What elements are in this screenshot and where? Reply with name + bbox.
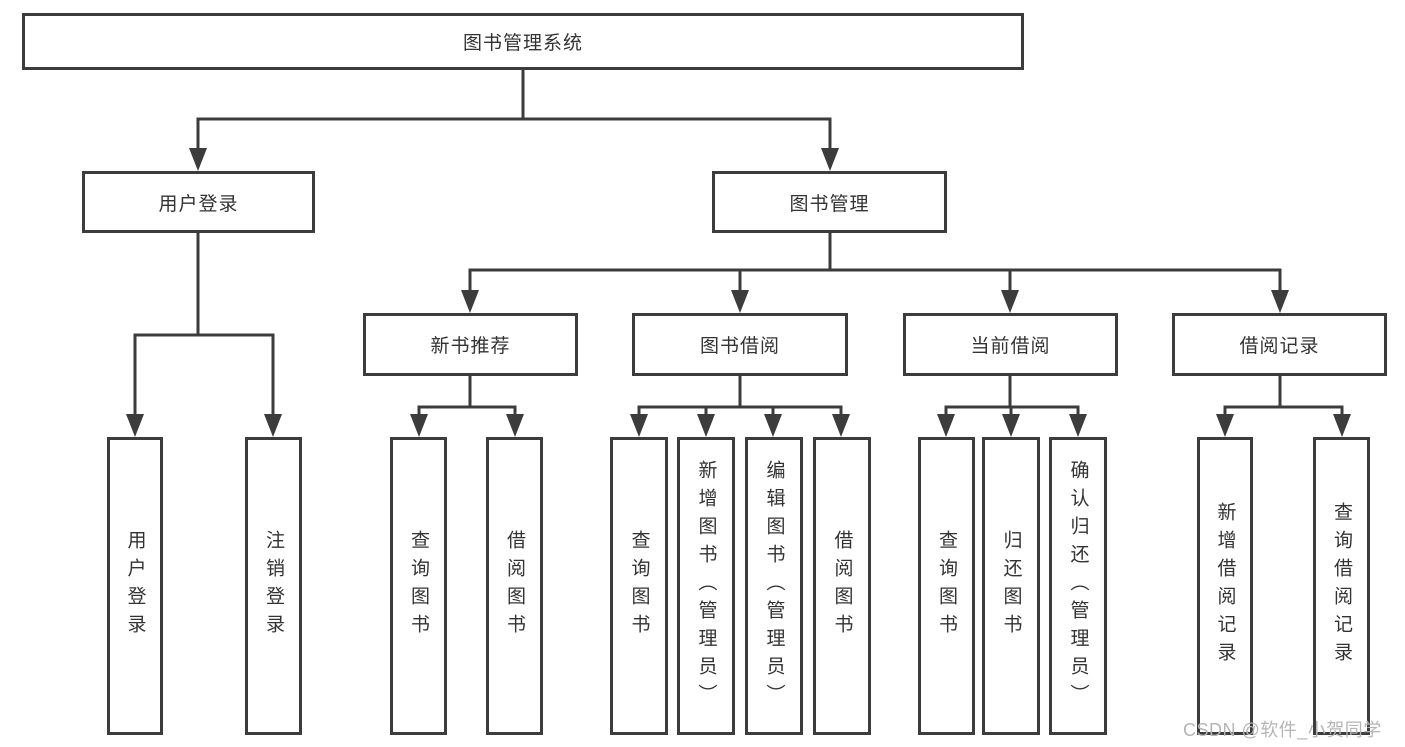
node-label: 查询图书: [936, 530, 957, 642]
node-label: 注销登录: [263, 530, 284, 642]
leaf-query-books-current: 查询图书: [918, 437, 975, 735]
leaf-borrow-books-borrowing: 借阅图书: [813, 437, 871, 735]
node-label: 编辑图书（管理员）: [763, 460, 785, 712]
leaf-borrow-books-recommend: 借阅图书: [486, 437, 543, 735]
node-label: 借阅图书: [504, 530, 525, 642]
leaf-logout: 注销登录: [245, 437, 302, 735]
node-label: 图书管理: [789, 193, 870, 215]
node-new-book-recommendation: 新书推荐: [363, 313, 578, 376]
leaf-query-borrow-record: 查询借阅记录: [1313, 437, 1370, 735]
arrowheads: [126, 148, 1351, 437]
node-book-borrowing: 图书借阅: [632, 313, 848, 376]
node-label: 查询借阅记录: [1331, 502, 1352, 670]
leaf-user-login: 用户登录: [107, 437, 163, 735]
node-label: 确认归还（管理员）: [1067, 460, 1089, 712]
node-label: 查询图书: [408, 530, 429, 642]
leaf-add-books-admin: 新增图书（管理员）: [677, 437, 735, 735]
leaf-edit-books-admin: 编辑图书（管理员）: [745, 437, 803, 735]
node-current-borrowing: 当前借阅: [903, 313, 1118, 376]
watermark: CSDN @软件_小贺同学: [1183, 720, 1382, 740]
node-label: 借阅图书: [831, 530, 853, 642]
node-user-login: 用户登录: [82, 171, 315, 233]
node-book-management: 图书管理: [712, 171, 947, 233]
node-label: 查询图书: [628, 530, 650, 642]
node-label: 图书管理系统: [462, 33, 583, 54]
node-label: 新增借阅记录: [1214, 502, 1236, 670]
leaf-query-books-recommend: 查询图书: [390, 437, 447, 735]
node-label: 新增图书（管理员）: [695, 460, 717, 712]
node-label: 新书推荐: [430, 336, 511, 357]
node-label: 借阅记录: [1239, 336, 1320, 357]
leaf-add-borrow-record: 新增借阅记录: [1197, 437, 1253, 735]
leaf-return-books: 归还图书: [982, 437, 1040, 735]
node-label: 用户登录: [158, 193, 239, 215]
node-label: 归还图书: [1000, 530, 1022, 642]
node-borrowing-records: 借阅记录: [1172, 313, 1387, 376]
node-label: 图书借阅: [699, 336, 780, 357]
node-label: 当前借阅: [970, 336, 1051, 357]
node-label: 用户登录: [124, 530, 146, 642]
leaf-query-books-borrowing: 查询图书: [610, 437, 668, 735]
leaf-confirm-return-admin: 确认归还（管理员）: [1049, 437, 1107, 735]
node-library-management-system: 图书管理系统: [22, 13, 1024, 70]
